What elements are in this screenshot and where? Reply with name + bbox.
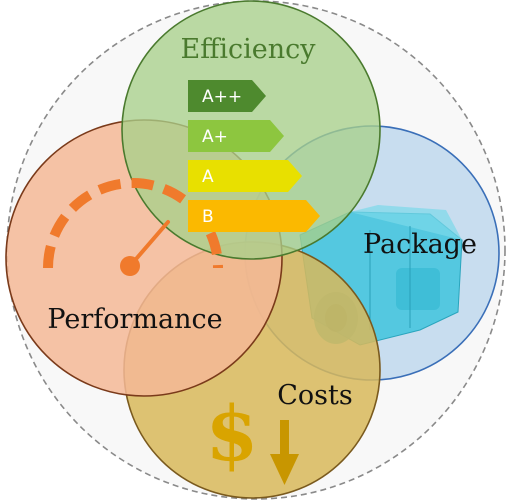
energy-class-label: A++: [202, 87, 242, 107]
energy-class-arrow: [188, 120, 284, 152]
costs-label: Costs: [277, 380, 352, 411]
energy-class-arrow: [188, 200, 320, 232]
energy-class-1: A++: [188, 80, 266, 112]
energy-class-label: B: [202, 207, 214, 227]
energy-class-scale: A++ A+ AB: [188, 80, 320, 232]
energy-class-3: A: [188, 160, 302, 192]
performance-label: Performance: [47, 304, 222, 335]
energy-class-arrow: [188, 160, 302, 192]
efficiency-label: Efficiency: [180, 34, 316, 65]
energy-class-label: A: [202, 167, 214, 187]
energy-class-2: A+: [188, 120, 284, 152]
package-label: Package: [363, 229, 477, 260]
svg-text:$: $: [206, 389, 259, 478]
speedometer-gauge-icon: [43, 178, 223, 276]
dollar-down-arrow-icon: $: [206, 389, 299, 485]
energy-class-4: B: [188, 200, 320, 232]
energy-class-label: A+: [202, 127, 228, 147]
energy-class-arrow: [188, 80, 266, 112]
